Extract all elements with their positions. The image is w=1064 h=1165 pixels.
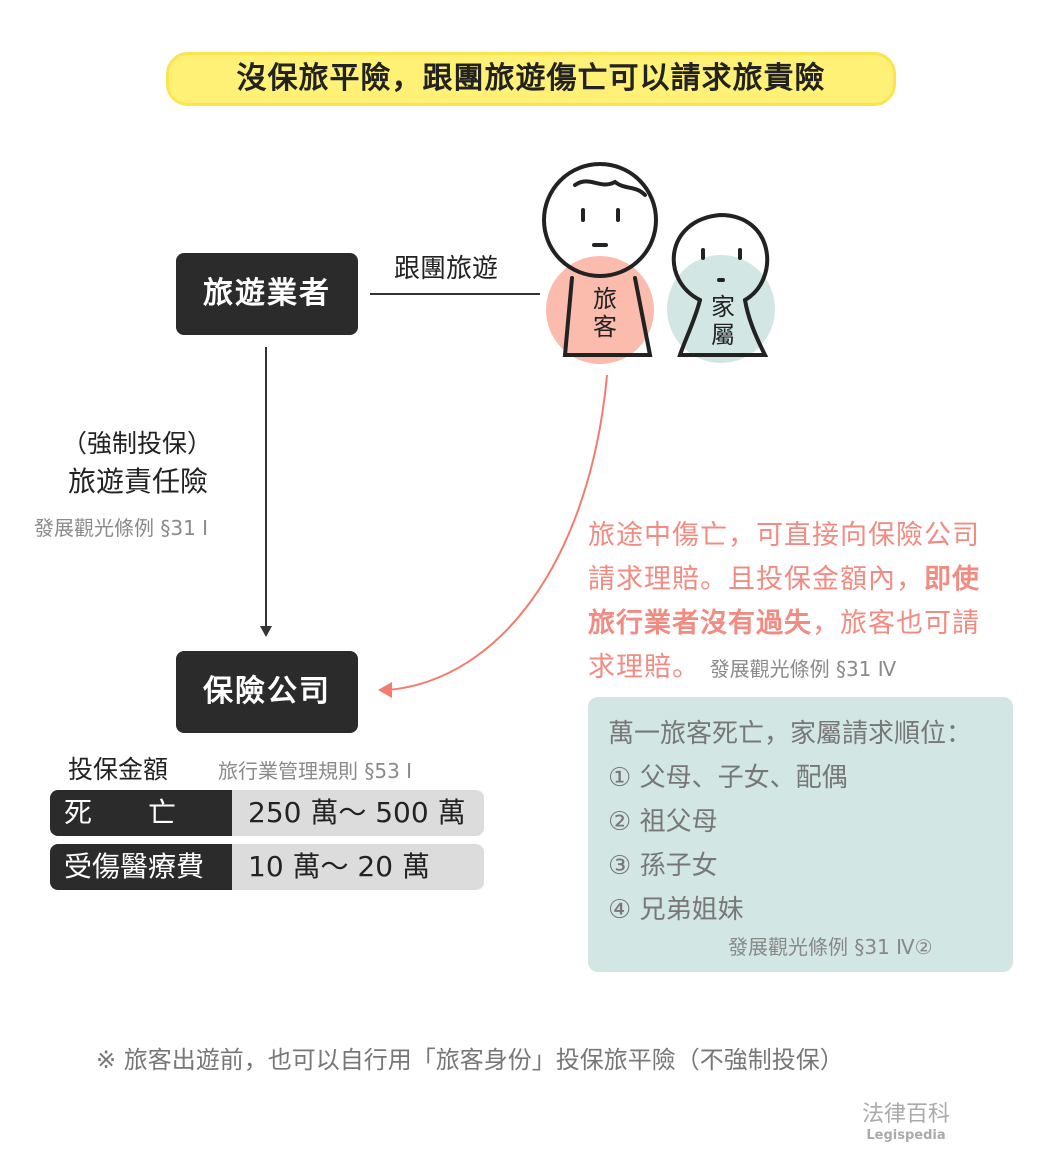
insurer-box: 保險公司 [176, 651, 358, 733]
operator-box: 旅遊業者 [176, 253, 358, 335]
family-figure [671, 212, 770, 357]
traveler-face [581, 208, 620, 247]
claim-arrow [387, 374, 608, 691]
footnote: ※ 旅客出遊前，也可以自行用「旅客身份」投保旅平險（不強制投保） [96, 1046, 844, 1074]
claim-arrow-head [378, 682, 392, 698]
claim-explanation: 旅途中傷亡，可直接向保險公司 請求理賠。且投保金額內，即使 旅行業者沒有過失，旅… [588, 520, 980, 683]
family-circle [667, 255, 775, 363]
traveler-figure [542, 162, 658, 357]
law-ref-1: 發展觀光條例 §31 Ⅰ [34, 516, 209, 540]
mandatory-label: （強制投保） [62, 429, 213, 458]
coverage-label: 投保金額 [68, 755, 169, 784]
down-arrow-head [260, 626, 272, 637]
logo: 法律百科 Legispedia [862, 1102, 951, 1143]
traveler-label: 旅客 [593, 285, 617, 341]
tour-label: 跟團旅遊 [394, 254, 499, 284]
title-banner: 沒保旅平險，跟團旅遊傷亡可以請求旅責險 [166, 52, 896, 106]
family-face [701, 248, 742, 282]
family-label: 家屬 [711, 293, 735, 349]
heir-order-box: 萬一旅客死亡，家屬請求順位： ① 父母、子女、配偶 ② 祖父母 ③ 孫子女 ④ … [588, 697, 1013, 972]
law-ref-2: 旅行業管理規則 §53 Ⅰ [218, 759, 413, 783]
liability-insurance-label: 旅遊責任險 [68, 465, 209, 498]
